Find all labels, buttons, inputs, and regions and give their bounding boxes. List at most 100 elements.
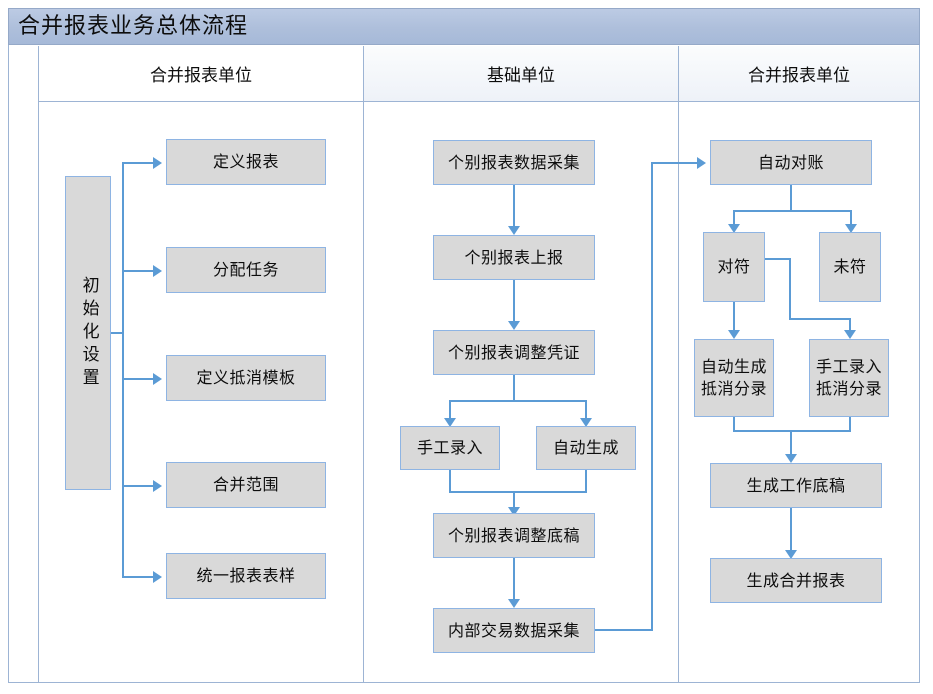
- node-unmatched-label: 未符: [833, 257, 867, 276]
- node-individual-adjust-draft-label: 个别报表调整底稿: [447, 525, 580, 545]
- arrowhead-adjust-draft: [508, 507, 520, 516]
- node-individual-data-collect[interactable]: 个别报表数据采集: [433, 140, 595, 185]
- node-manual-entry[interactable]: 手工录入: [400, 426, 500, 470]
- arrowhead-unmatched: [845, 224, 857, 233]
- lane-header-rule: [38, 101, 920, 102]
- connector-voucher-split-bar: [449, 400, 587, 402]
- connector-reconcile-stem: [790, 185, 792, 211]
- connector-matched-right-down: [789, 258, 791, 320]
- lane-header-middle-label: 基础单位: [487, 66, 555, 86]
- lane-header-right-label: 合并报表单位: [748, 66, 850, 86]
- arrowhead-auto-reconcile: [697, 157, 706, 169]
- connector-voucher-split-stem: [513, 375, 515, 401]
- lane-header-middle: 基础单位: [364, 46, 678, 101]
- node-auto-reconcile[interactable]: 自动对账: [710, 140, 872, 185]
- connector-auto-offset-down: [733, 417, 735, 431]
- arrowhead-matched: [728, 224, 740, 233]
- node-init-setup[interactable]: 初始化设置: [65, 176, 111, 490]
- connector-offset-merge-stem: [790, 430, 792, 454]
- node-individual-adjust-draft[interactable]: 个别报表调整底稿: [433, 513, 595, 558]
- connector-draft-to-internal: [513, 558, 515, 599]
- connector-voucher-to-manual: [449, 400, 451, 418]
- node-matched-label: 对符: [717, 257, 751, 276]
- lane-header-left: 合并报表单位: [39, 46, 363, 101]
- diagram-title-bar: 合并报表业务总体流程: [8, 8, 920, 45]
- node-manual-offset-entry-line2: 抵消分录: [815, 379, 882, 398]
- connector-offset-merge-bar: [733, 430, 851, 432]
- connector-matched-right-over: [789, 318, 851, 320]
- connector-matched-right: [765, 258, 791, 260]
- node-init-setup-label: 初始化设置: [78, 275, 99, 391]
- lane-divider-2: [678, 46, 679, 683]
- node-auto-gen-offset-entry-line2: 抵消分录: [700, 379, 767, 398]
- connector-reconcile-bar: [733, 210, 852, 212]
- connector-init-to-assign-task: [122, 270, 153, 272]
- node-define-report[interactable]: 定义报表: [166, 139, 326, 185]
- node-auto-reconcile-label: 自动对账: [757, 152, 824, 172]
- node-internal-txn-collect-label: 内部交易数据采集: [447, 620, 580, 640]
- arrowhead-internal-txn: [508, 599, 520, 608]
- connector-matched-right-drop: [849, 318, 851, 330]
- node-manual-offset-entry[interactable]: 手工录入 抵消分录: [809, 339, 889, 417]
- node-individual-report-submit[interactable]: 个别报表上报: [433, 235, 595, 280]
- connector-internal-right: [595, 629, 653, 631]
- node-individual-data-collect-label: 个别报表数据采集: [447, 152, 580, 172]
- arrowhead-submit: [508, 226, 520, 235]
- connector-manual-down: [449, 470, 451, 492]
- connector-init-to-offset-template: [122, 378, 153, 380]
- arrowhead-voucher: [508, 321, 520, 330]
- node-auto-generate[interactable]: 自动生成: [536, 426, 636, 470]
- node-gen-working-paper[interactable]: 生成工作底稿: [710, 463, 882, 508]
- node-assign-task[interactable]: 分配任务: [166, 247, 326, 293]
- node-internal-txn-collect[interactable]: 内部交易数据采集: [433, 608, 595, 653]
- node-unify-report-format[interactable]: 统一报表表样: [166, 553, 326, 599]
- connector-init-stub: [110, 332, 124, 334]
- node-gen-consolidated-report-label: 生成合并报表: [746, 570, 846, 590]
- connector-working-to-report: [790, 508, 792, 550]
- arrowhead-unify-format: [153, 571, 162, 583]
- node-define-report-label: 定义报表: [212, 152, 279, 171]
- node-merge-scope[interactable]: 合并范围: [166, 462, 326, 508]
- arrowhead-manual-offset-entry: [844, 330, 856, 339]
- connector-init-spine: [122, 162, 124, 576]
- arrowhead-auto-generate: [580, 418, 592, 427]
- connector-matched-down: [733, 302, 735, 330]
- arrowhead-working-paper: [785, 454, 797, 463]
- node-individual-adjust-voucher[interactable]: 个别报表调整凭证: [433, 330, 595, 375]
- node-gen-working-paper-label: 生成工作底稿: [746, 475, 846, 495]
- node-matched[interactable]: 对符: [703, 232, 765, 302]
- lane-divider-1: [363, 46, 364, 683]
- arrowhead-assign-task: [153, 265, 162, 277]
- connector-collect-to-submit: [513, 185, 515, 226]
- connector-merge-bar: [449, 491, 587, 493]
- arrowhead-merge-scope: [153, 480, 162, 492]
- connector-init-to-merge-scope: [122, 485, 153, 487]
- connector-init-to-unify-format: [122, 576, 153, 578]
- node-auto-generate-label: 自动生成: [552, 438, 619, 457]
- node-auto-gen-offset-entry[interactable]: 自动生成 抵消分录: [694, 339, 774, 417]
- node-define-offset-template-label: 定义抵消模板: [196, 368, 296, 387]
- swimlane-frame: [8, 45, 920, 683]
- connector-to-matched: [733, 210, 735, 224]
- node-unmatched[interactable]: 未符: [819, 232, 881, 302]
- node-gen-consolidated-report[interactable]: 生成合并报表: [710, 558, 882, 603]
- connector-merge-stem: [513, 491, 515, 507]
- node-assign-task-label: 分配任务: [212, 260, 279, 279]
- node-manual-entry-label: 手工录入: [416, 438, 483, 457]
- node-merge-scope-label: 合并范围: [212, 475, 279, 494]
- connector-manual-offset-down: [849, 417, 851, 431]
- lane-divider-gutter: [38, 46, 39, 683]
- connector-auto-down: [585, 470, 587, 492]
- node-individual-adjust-voucher-label: 个别报表调整凭证: [447, 342, 580, 362]
- lane-header-left-label: 合并报表单位: [150, 66, 252, 86]
- arrowhead-auto-offset-entry: [728, 330, 740, 339]
- arrowhead-manual-entry: [444, 418, 456, 427]
- arrowhead-offset-template: [153, 373, 162, 385]
- node-define-offset-template[interactable]: 定义抵消模板: [166, 355, 326, 401]
- connector-internal-to-reconcile: [651, 162, 697, 164]
- connector-init-to-define-report: [122, 162, 153, 164]
- connector-internal-up: [651, 162, 653, 631]
- connector-submit-to-voucher: [513, 280, 515, 321]
- arrowhead-consolidated-report: [785, 550, 797, 559]
